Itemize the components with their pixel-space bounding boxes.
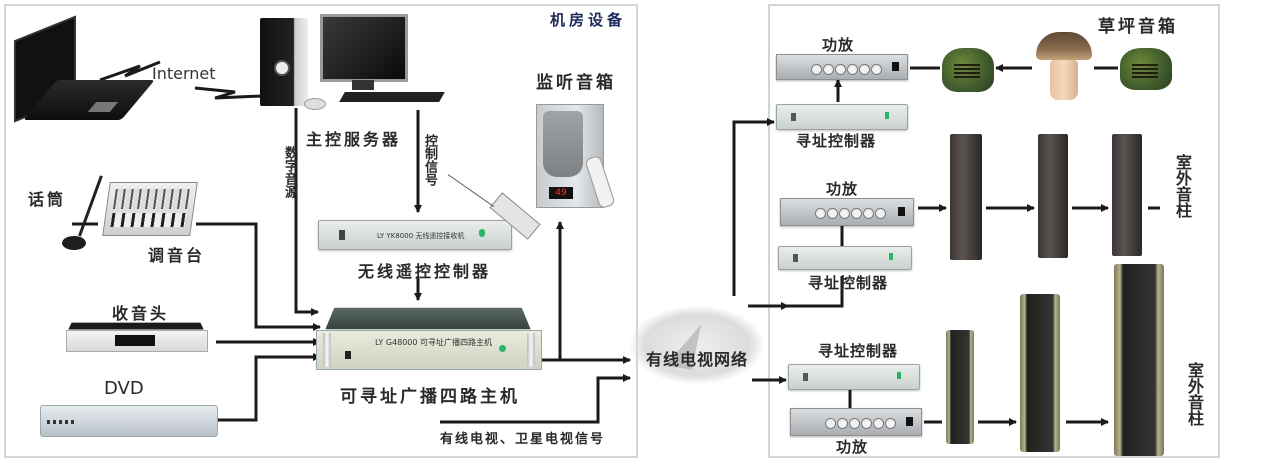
digital-source-wire xyxy=(294,108,319,316)
digital-source-label: 数字音源 xyxy=(282,146,297,198)
zone1-amplifier xyxy=(776,54,908,80)
host-model-text: LY G48000 可寻址广播四路主机 xyxy=(375,338,493,347)
zone2-speaker-group-label: 室外音柱 xyxy=(1173,154,1192,218)
tuner-label: 收音头 xyxy=(112,304,170,323)
outdoor-column-speaker-1 xyxy=(950,134,982,260)
internet-link-laptop xyxy=(99,60,161,82)
outdoor-column-speaker-4 xyxy=(946,330,974,444)
zone3-address-controller xyxy=(788,364,920,390)
lawn-speaker-mushroom-icon xyxy=(1036,32,1092,100)
mic-label: 话筒 xyxy=(28,190,67,209)
lawn-speaker-rock-icon xyxy=(942,48,994,92)
zone1-speaker-group-label: 草坪音箱 xyxy=(1098,17,1178,37)
network-to-zone1-wire xyxy=(732,118,775,296)
control-signal-label: 控制信号 xyxy=(422,134,437,186)
monitor-speaker-label: 监听音箱 xyxy=(536,73,616,93)
outdoor-column-speaker-5 xyxy=(1020,294,1060,452)
mixer-label: 调音台 xyxy=(148,246,206,265)
dvd-to-host-wire xyxy=(216,353,321,422)
zone3-controller-label: 寻址控制器 xyxy=(818,342,899,360)
outdoor-column-speaker-2 xyxy=(1038,134,1068,258)
zone2-controller-label: 寻址控制器 xyxy=(808,274,889,292)
laptop-icon xyxy=(12,14,155,132)
zone2-amplifier xyxy=(780,198,914,226)
wireless-device-model-text: LY YK8000 无线遥控接收机 xyxy=(377,232,465,240)
dvd-label: DVD xyxy=(104,378,144,399)
microphone-icon xyxy=(60,168,103,252)
tv-signal-label: 有线电视、卫星电视信号 xyxy=(440,432,606,447)
wireless-controller-device: LY YK8000 无线遥控接收机 xyxy=(318,220,512,250)
internet-label: Internet xyxy=(152,64,216,83)
monitor-display: 49 xyxy=(549,187,573,199)
server-room-title: 机房设备 xyxy=(550,11,627,29)
server-label: 主控服务器 xyxy=(306,130,402,149)
internet-link-server xyxy=(194,86,263,100)
wireless-controller-label: 无线遥控控制器 xyxy=(358,262,492,281)
mixer-icon xyxy=(102,182,198,236)
zone2-amp-label: 功放 xyxy=(826,180,859,198)
outdoor-column-speaker-6 xyxy=(1114,264,1164,456)
broadcast-host-device: LY G48000 可寻址广播四路主机 xyxy=(316,304,542,370)
zone2-address-controller xyxy=(778,246,912,270)
outdoor-column-speaker-3 xyxy=(1112,134,1142,256)
lawn-speaker-rock-icon-2 xyxy=(1120,48,1172,90)
dvd-player-icon xyxy=(40,405,218,437)
zone1-controller-label: 寻址控制器 xyxy=(796,132,877,150)
zone3-amplifier xyxy=(790,408,922,436)
zone3-speaker-group-label: 室外音柱 xyxy=(1185,362,1204,426)
zone1-address-controller xyxy=(776,104,908,130)
tuner-icon xyxy=(66,322,208,352)
tv-signal-wire xyxy=(440,374,631,424)
server-computer-icon xyxy=(256,12,446,116)
zone3-amp-label: 功放 xyxy=(836,438,869,456)
zone1-amp-label: 功放 xyxy=(822,36,855,54)
cable-tv-network-label: 有线电视网络 xyxy=(646,350,749,369)
mixer-to-host-wire xyxy=(196,222,321,331)
host-label: 可寻址广播四路主机 xyxy=(340,387,520,407)
cable-tv-network-cloud xyxy=(630,306,764,384)
